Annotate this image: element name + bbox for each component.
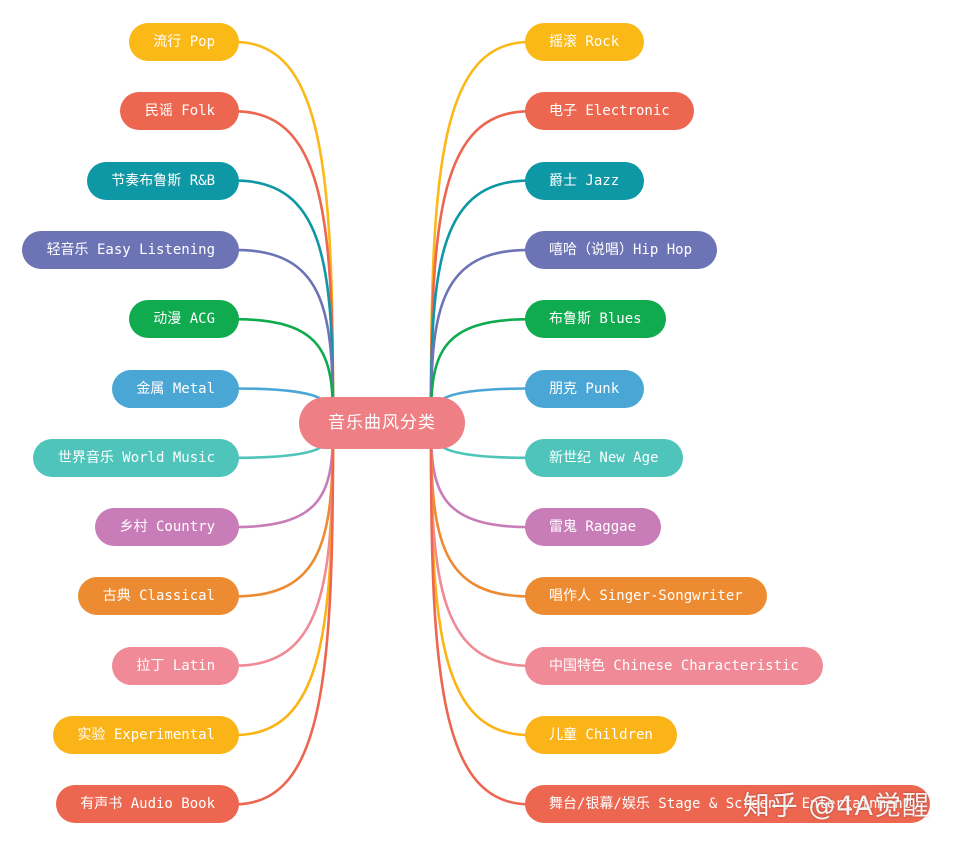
right-genre-label: 爵士 Jazz	[549, 172, 620, 189]
right-genre-node[interactable]: 嘻哈（说唱）Hip Hop	[525, 230, 717, 269]
watermark-text: 知乎 @4A觉醒	[742, 791, 930, 822]
right-genre-node[interactable]: 朋克 Punk	[525, 369, 644, 408]
right-genre-node[interactable]: 摇滚 Rock	[525, 23, 644, 61]
left-genre-label: 金属 Metal	[136, 380, 215, 397]
left-genre-label: 有声书 Audio Book	[80, 796, 215, 813]
left-genre-node[interactable]: 世界音乐 World Music	[33, 438, 239, 477]
right-genre-label: 中国特色 Chinese Characteristic	[549, 657, 799, 674]
left-genre-label: 节奏布鲁斯 R&B	[111, 172, 215, 189]
left-genre-label: 古典 Classical	[102, 588, 215, 605]
right-genre-node[interactable]: 布鲁斯 Blues	[525, 300, 666, 339]
right-genre-label: 舞台/银幕/娱乐 Stage & Screen / Entertainment	[549, 796, 912, 813]
right-genre-label: 摇滚 Rock	[549, 34, 620, 50]
right-genre-node[interactable]: 唱作人 Singer-Songwriter	[525, 577, 767, 616]
center-topic-node[interactable]: 音乐曲风分类	[299, 397, 465, 449]
left-connector-line	[234, 317, 335, 419]
right-genre-label: 嘻哈（说唱）Hip Hop	[549, 241, 693, 258]
right-connector-line	[429, 40, 530, 406]
right-genre-label: 唱作人 Singer-Songwriter	[549, 588, 743, 605]
left-genre-label: 流行 Pop	[153, 34, 215, 50]
right-genre-node[interactable]: 雷鬼 Raggae	[525, 508, 661, 547]
left-genre-node[interactable]: 民谣 Folk	[120, 92, 239, 131]
right-genre-label: 布鲁斯 Blues	[549, 311, 642, 328]
left-genre-node[interactable]: 流行 Pop	[129, 23, 239, 61]
right-genre-label: 儿童 Children	[549, 727, 653, 743]
right-genre-node[interactable]: 新世纪 New Age	[525, 438, 683, 477]
right-genre-node[interactable]: 电子 Electronic	[525, 92, 694, 131]
right-genre-node[interactable]: 中国特色 Chinese Characteristic	[525, 646, 823, 685]
right-genre-label: 电子 Electronic	[549, 103, 670, 120]
right-genre-label: 朋克 Punk	[549, 380, 620, 397]
left-connector-line	[234, 440, 335, 806]
left-genre-label: 实验 Experimental	[77, 727, 215, 743]
left-genre-label: 轻音乐 Easy Listening	[46, 241, 215, 258]
left-genre-label: 世界音乐 World Music	[57, 449, 215, 466]
left-genre-node[interactable]: 实验 Experimental	[53, 716, 239, 754]
right-genre-label: 新世纪 New Age	[549, 449, 659, 466]
right-genre-label: 雷鬼 Raggae	[549, 519, 637, 536]
left-genre-node[interactable]: 轻音乐 Easy Listening	[22, 230, 239, 269]
right-genre-node[interactable]: 儿童 Children	[525, 716, 677, 754]
left-genre-label: 动漫 ACG	[153, 311, 215, 328]
left-genre-label: 拉丁 Latin	[136, 657, 215, 674]
left-connector-line	[234, 248, 335, 416]
left-genre-node[interactable]: 拉丁 Latin	[112, 646, 239, 685]
right-connector-line	[429, 248, 530, 416]
left-genre-label: 民谣 Folk	[144, 103, 215, 120]
left-genre-node[interactable]: 动漫 ACG	[129, 300, 239, 339]
left-genre-node[interactable]: 乡村 Country	[95, 508, 239, 547]
right-genre-node[interactable]: 舞台/银幕/娱乐 Stage & Screen / Entertainment	[525, 785, 930, 824]
right-connector-line	[429, 317, 530, 419]
center-topic-label: 音乐曲风分类	[328, 413, 436, 433]
right-connector-line	[429, 440, 530, 806]
left-genre-node[interactable]: 节奏布鲁斯 R&B	[87, 161, 239, 200]
left-genre-label: 乡村 Country	[119, 519, 215, 536]
left-genre-node[interactable]: 金属 Metal	[112, 369, 239, 408]
left-genre-node[interactable]: 古典 Classical	[78, 577, 239, 616]
left-connector-line	[234, 40, 335, 406]
left-genre-node[interactable]: 有声书 Audio Book	[56, 785, 239, 824]
right-genre-node[interactable]: 爵士 Jazz	[525, 161, 644, 200]
